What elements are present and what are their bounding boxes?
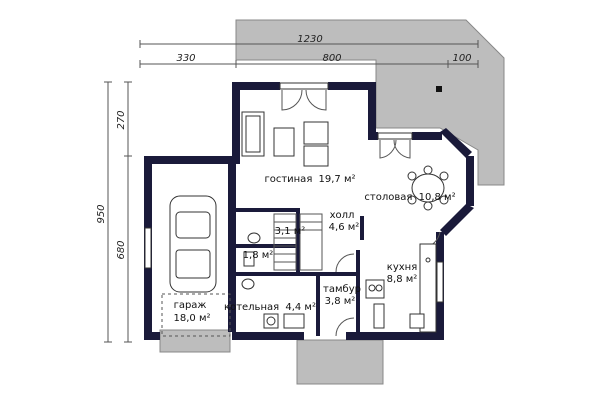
dim-label-330: 330 xyxy=(176,53,195,64)
living-name: гостиная xyxy=(264,174,312,185)
toilet-icon xyxy=(247,232,261,244)
garage-door-area xyxy=(161,293,231,337)
kitchen-name: кухня xyxy=(387,262,417,273)
dimension-left-segments: 270 680 xyxy=(116,81,132,343)
sink-icon xyxy=(243,251,255,267)
dim-label-680: 680 xyxy=(116,240,127,259)
stove-icon xyxy=(409,313,425,329)
car-icon xyxy=(169,195,217,293)
bath-area: 3,1 м² xyxy=(275,226,306,237)
vestibule-area: 3,8 м² xyxy=(325,296,356,307)
dim-label-950: 950 xyxy=(96,204,107,223)
staircase-icon xyxy=(273,213,323,271)
garage-name: гараж xyxy=(174,300,207,311)
armchair-icon xyxy=(303,121,329,145)
garage-area: 18,0 м² xyxy=(174,313,211,324)
dimension-top-segments: 330 800 100 xyxy=(139,53,479,68)
terrace xyxy=(235,19,505,186)
boiler-name: котельная xyxy=(224,302,279,313)
garage-apron xyxy=(159,329,231,353)
interior-walls xyxy=(236,208,364,336)
windows xyxy=(144,82,444,303)
dim-label-100: 100 xyxy=(452,53,471,64)
room-label-dining: столовая 10,8 м² xyxy=(364,192,455,203)
dining-name: столовая xyxy=(364,192,412,203)
dim-label-1230: 1230 xyxy=(297,34,322,45)
kitchen-area: 8,8 м² xyxy=(387,274,418,285)
coffee-table-icon xyxy=(273,127,295,157)
bath-fixtures xyxy=(241,232,261,290)
armchair-icon xyxy=(303,145,329,167)
room-label-living: гостиная 19,7 м² xyxy=(264,174,355,185)
dim-label-800: 800 xyxy=(322,53,341,64)
terrace-post xyxy=(436,86,442,92)
boiler-area: 4,4 м² xyxy=(285,302,316,313)
kitchen-fixtures xyxy=(365,243,437,333)
hall-name: холл xyxy=(330,210,355,221)
dining-table-icon xyxy=(407,165,449,211)
toilet-icon xyxy=(241,278,255,290)
dimension-top-total: 1230 xyxy=(139,34,479,48)
dimension-left-total: 950 xyxy=(96,81,112,343)
room-label-boiler: котельная 4,4 м² xyxy=(224,302,316,313)
wc-area: 1,8 м² xyxy=(243,250,274,261)
dining-area: 10,8 м² xyxy=(419,192,456,203)
dim-label-270: 270 xyxy=(116,110,127,129)
tank-icon xyxy=(283,313,305,329)
living-furniture xyxy=(241,111,329,167)
living-area: 19,7 м² xyxy=(319,174,356,185)
hall-area: 4,6 м² xyxy=(329,222,360,233)
porch xyxy=(296,339,384,385)
boiler-fixtures xyxy=(263,313,305,329)
counter-icon xyxy=(419,243,437,333)
cabinet-icon xyxy=(373,303,385,329)
vestibule-name: тамбур xyxy=(323,284,361,295)
